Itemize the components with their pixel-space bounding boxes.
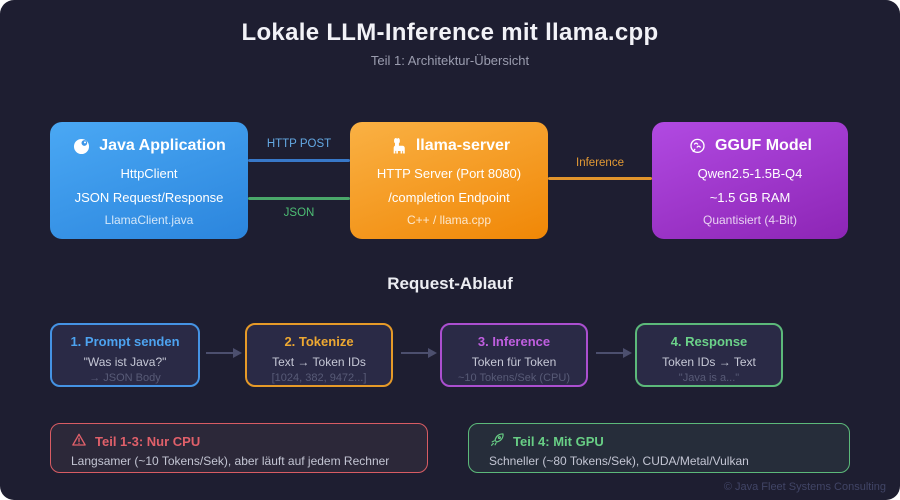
note-title: Teil 4: Mit GPU	[513, 434, 604, 449]
node-detail: Qwen2.5-1.5B-Q4	[697, 166, 803, 181]
llama-server-node: llama-server HTTP Server (Port 8080) /co…	[350, 122, 548, 239]
step-subdetail: "Java is a..."	[678, 372, 740, 384]
java-application-node: Java Application HttpClient JSON Request…	[50, 122, 248, 239]
copyright-text: © Java Fleet Systems Consulting	[723, 481, 886, 493]
json-connection-line	[248, 197, 350, 200]
step-detail: Token für Token	[471, 355, 557, 369]
step-detail: Token IDs → Text	[662, 355, 756, 369]
node-detail: JSON Request/Response	[74, 190, 224, 205]
http-post-connection-line	[248, 159, 350, 162]
node-footnote: C++ / llama.cpp	[406, 213, 492, 227]
connection-label-inference: Inference	[576, 157, 624, 169]
step-title: 1. Prompt senden	[70, 334, 180, 349]
warning-icon	[71, 432, 87, 451]
step-detail: "Was ist Java?"	[83, 355, 167, 369]
connection-label-json: JSON	[283, 207, 315, 219]
step-detail: Text → Token IDs	[272, 355, 366, 369]
gpu-note-header: Teil 4: Mit GPU	[489, 433, 829, 450]
connection-label-http-post: HTTP POST	[266, 138, 332, 150]
note-text: Schneller (~80 Tokens/Sek), CUDA/Metal/V…	[489, 454, 749, 468]
step-subdetail: ~10 Tokens/Sek (CPU)	[458, 372, 570, 384]
node-detail: ~1.5 GB RAM	[709, 190, 791, 205]
step-title: 3. Inference	[477, 334, 551, 349]
step-subdetail: [1024, 382, 9472...]	[271, 372, 367, 384]
node-title: GGUF Model	[715, 137, 812, 154]
java-logo-icon	[72, 137, 91, 156]
node-detail: HttpClient	[120, 166, 178, 181]
note-text: Langsamer (~10 Tokens/Sek), aber läuft a…	[71, 454, 390, 468]
node-detail: HTTP Server (Port 8080)	[376, 166, 522, 181]
brain-icon	[688, 137, 707, 156]
gguf-model-node: GGUF Model Qwen2.5-1.5B-Q4 ~1.5 GB RAM Q…	[652, 122, 848, 239]
page-title: Lokale LLM-Inference mit llama.cpp	[241, 19, 659, 46]
node-detail: /completion Endpoint	[388, 190, 510, 205]
inference-connection-line	[548, 177, 652, 180]
flow-step-response: 4. Response Token IDs → Text "Java is a.…	[635, 323, 783, 387]
llama-icon	[388, 136, 408, 156]
node-footnote: Quantisiert (4-Bit)	[702, 213, 798, 227]
rocket-icon	[489, 432, 505, 451]
flow-step-tokenize: 2. Tokenize Text → Token IDs [1024, 382,…	[245, 323, 393, 387]
page-subtitle: Teil 1: Architektur-Übersicht	[370, 53, 530, 68]
gpu-note-box: Teil 4: Mit GPU Schneller (~80 Tokens/Se…	[468, 423, 850, 473]
node-footnote: LlamaClient.java	[104, 213, 194, 227]
node-title: llama-server	[415, 137, 511, 154]
node-title: Java Application	[99, 137, 226, 154]
note-title: Teil 1-3: Nur CPU	[95, 434, 201, 449]
cpu-note-box: Teil 1-3: Nur CPU Langsamer (~10 Tokens/…	[50, 423, 428, 473]
flow-arrow-icon	[206, 348, 242, 358]
llama-server-header: llama-server	[350, 135, 548, 157]
flow-arrow-icon	[401, 348, 437, 358]
step-title: 2. Tokenize	[284, 334, 354, 349]
flow-section-heading: Request-Ablauf	[387, 274, 513, 293]
step-subdetail: → JSON Body	[89, 372, 161, 384]
cpu-note-header: Teil 1-3: Nur CPU	[71, 433, 407, 450]
gguf-model-header: GGUF Model	[652, 135, 848, 157]
java-application-header: Java Application	[50, 135, 248, 157]
flow-step-prompt: 1. Prompt senden "Was ist Java?" → JSON …	[50, 323, 200, 387]
flow-step-inference: 3. Inference Token für Token ~10 Tokens/…	[440, 323, 588, 387]
step-title: 4. Response	[670, 334, 748, 349]
flow-arrow-icon	[596, 348, 632, 358]
